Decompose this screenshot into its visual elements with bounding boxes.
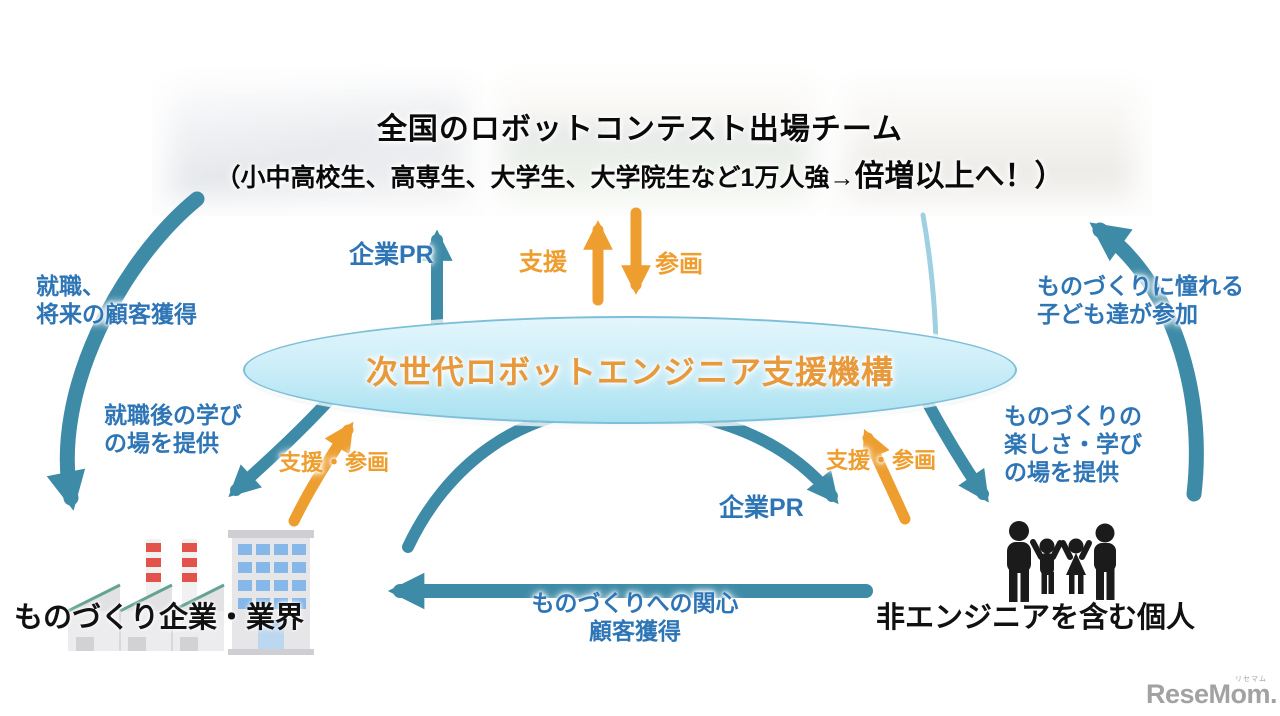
label-companies-pr-top: 企業PR xyxy=(349,241,434,269)
logo-ruby: リセマム xyxy=(1235,676,1268,683)
arrow-individuals-to-hub xyxy=(862,428,911,525)
arrow-hub-to-individuals xyxy=(920,394,989,503)
label-hub-to-individuals: ものづくりの 楽しさ・学び の場を提供 xyxy=(1004,403,1142,486)
label-individuals-to-teams: ものづくりに憧れる 子ども達が参加 xyxy=(1037,273,1244,328)
individuals-node-label: 非エンジニアを含む個人 xyxy=(876,602,1196,634)
label-teams-to-companies: 就職、 将来の顧客獲得 xyxy=(36,273,197,328)
family-silhouette-icon xyxy=(1007,521,1116,602)
label-individuals-to-companies: ものづくりへの関心 顧客獲得 xyxy=(531,590,739,645)
teams-node-title: 全国のロボットコンテスト出場チーム （小中高校生、高専生、大学生、大学院生など1… xyxy=(0,104,1280,195)
logo-text: ReseMom. xyxy=(1146,679,1278,709)
hub-name: 次世代ロボットエンジニア支援機構 xyxy=(365,354,894,390)
hub-ellipse: 次世代ロボットエンジニア支援機構 xyxy=(243,316,1017,424)
label-hub-participation: 参画 xyxy=(655,251,703,278)
resemom-logo: リセマム ReseMom. xyxy=(1146,676,1278,710)
factory-icon xyxy=(67,539,225,651)
contest-crowd-photo xyxy=(152,62,484,216)
teams-subtitle-emphasis: 倍増以上へ！） xyxy=(854,160,1065,193)
arrow-individuals-to-teams xyxy=(1089,222,1204,502)
venue-crowd-photo xyxy=(830,62,1152,216)
label-companies-to-hub: 支援・参画 xyxy=(279,450,390,475)
arrow-hub-to-companies xyxy=(228,393,336,498)
label-companies-pr-bottom: 企業PR xyxy=(719,494,804,522)
arrow-teams-to-companies xyxy=(46,191,205,511)
arrow-companies-to-hub xyxy=(288,421,354,527)
label-hub-support: 支援 xyxy=(519,249,567,276)
label-hub-to-companies: 就職後の学び の場を提供 xyxy=(104,402,242,457)
teams-subtitle: （小中高校生、高専生、大学生、大学院生など1万人強→倍増以上へ！） xyxy=(215,160,1065,193)
teams-title: 全国のロボットコンテスト出場チーム xyxy=(376,113,904,146)
growth-arrow: → xyxy=(829,164,855,192)
companies-node-label: ものづくり企業・業界 xyxy=(14,602,305,634)
contest-arena-photo xyxy=(484,58,830,216)
label-individuals-to-hub: 支援・参画 xyxy=(826,448,937,473)
arrow-companies-pr-to-individuals xyxy=(402,401,839,553)
office-building-icon xyxy=(228,530,314,655)
